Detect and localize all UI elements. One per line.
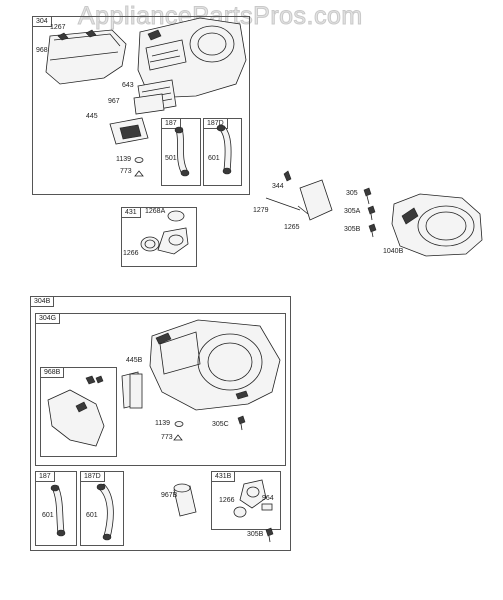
- box-label-968b: 968B: [40, 367, 65, 378]
- filter-445b-part: [121, 371, 143, 409]
- box-label-431b: 431B: [211, 471, 236, 482]
- blower-housing-304g-part: [149, 319, 281, 411]
- label-1266-top: 1266: [123, 250, 139, 257]
- air-cleaner-cover-part: [45, 29, 127, 85]
- bolt-305c-part: [237, 415, 246, 431]
- label-344: 344: [272, 183, 284, 190]
- box-304b: 304B: [30, 296, 291, 551]
- intake-elbow-431b-part: [233, 479, 273, 518]
- label-964: 964: [262, 495, 274, 502]
- label-773-bottom: 773: [161, 434, 173, 441]
- box-431: 431: [121, 207, 197, 267]
- box-304: 304: [32, 16, 250, 195]
- washer-1139-bottom-part: [174, 421, 184, 427]
- box-label-187d-bottom: 187D: [80, 471, 105, 482]
- label-305: 305: [346, 190, 358, 197]
- bolts-305-part: [363, 187, 377, 238]
- label-1139-bottom: 1139: [155, 420, 171, 427]
- tube-601-bottom-left-part: [50, 484, 66, 537]
- box-label-304: 304: [32, 16, 52, 27]
- box-label-187d-top: 187D: [203, 118, 228, 129]
- box-968b: 968B: [40, 367, 117, 457]
- box-label-431: 431: [121, 207, 141, 218]
- screw-773-bottom-part: [173, 434, 183, 441]
- bolt-305b-bottom-part: [265, 527, 274, 543]
- box-label-187-bottom: 187: [35, 471, 55, 482]
- tube-601-top-part: [216, 124, 232, 175]
- label-501: 501: [165, 155, 177, 162]
- box-187-top: 187: [161, 118, 201, 186]
- throttle-parts: [265, 170, 333, 221]
- label-1267: 1267: [50, 24, 66, 31]
- box-187d-bottom: 187D: [80, 471, 124, 546]
- label-305c: 305C: [212, 421, 229, 428]
- label-1268a: 1268A: [145, 208, 166, 215]
- element-967-part: [133, 93, 165, 115]
- label-643: 643: [122, 82, 134, 89]
- washer-1139-part: [134, 157, 144, 163]
- label-967b: 967B: [161, 492, 178, 499]
- label-601-bottom-right: 601: [86, 512, 98, 519]
- label-1040b: 1040B: [383, 248, 404, 255]
- cover-968b-part: [47, 375, 105, 447]
- label-967: 967: [108, 98, 120, 105]
- label-773-top: 773: [120, 168, 132, 175]
- label-1266-bottom: 1266: [219, 497, 235, 504]
- label-445: 445: [86, 113, 98, 120]
- label-305b-bottom: 305B: [247, 531, 264, 538]
- screw-773-part: [134, 170, 144, 177]
- tube-601-bottom-right-part: [96, 483, 114, 541]
- label-601-bottom-left: 601: [42, 512, 54, 519]
- label-1139-top: 1139: [116, 156, 132, 163]
- filter-445-part: [109, 117, 149, 145]
- label-968: 968: [36, 47, 48, 54]
- box-label-304b: 304B: [30, 296, 55, 307]
- tube-501-part: [174, 126, 190, 177]
- label-601-top: 601: [208, 155, 220, 162]
- box-187d-top: 187D: [203, 118, 242, 186]
- label-305b-top: 305B: [344, 226, 361, 233]
- engine-cover-1040b-part: [391, 193, 483, 257]
- label-305a: 305A: [344, 208, 361, 215]
- label-445b: 445B: [126, 357, 143, 364]
- label-1279: 1279: [253, 207, 269, 214]
- blower-housing-part: [137, 17, 247, 99]
- box-label-187-top: 187: [161, 118, 181, 129]
- box-431b: 431B: [211, 471, 281, 530]
- intake-elbow-431-part: [140, 210, 189, 255]
- box-label-304g: 304G: [35, 313, 61, 324]
- label-1265: 1265: [284, 224, 300, 231]
- box-187-bottom: 187: [35, 471, 77, 546]
- element-967b-part: [173, 483, 197, 517]
- box-304g: 304G: [35, 313, 286, 466]
